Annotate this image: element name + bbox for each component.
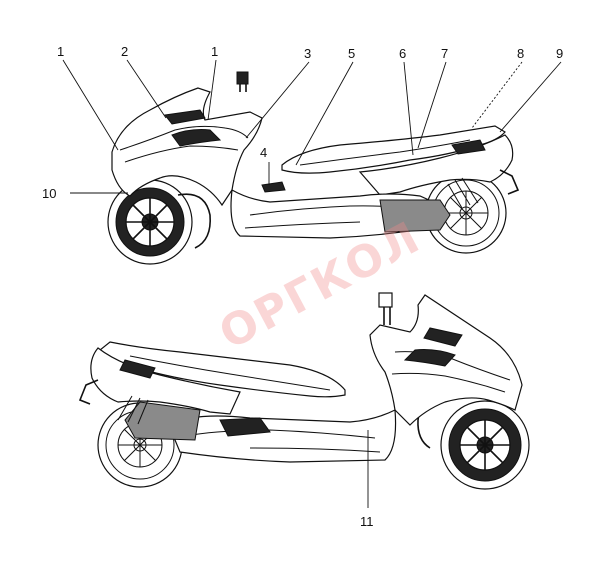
callout-leaders — [62, 59, 562, 508]
callout-10: 10 — [42, 186, 56, 201]
callout-5: 5 — [348, 46, 355, 61]
callout-11: 11 — [360, 514, 374, 529]
front-wheel-second-top — [177, 193, 212, 249]
callout-8: 8 — [517, 46, 524, 61]
front-wheel-bottom — [440, 400, 530, 490]
callout-6: 6 — [399, 46, 406, 61]
callout-2: 2 — [121, 44, 128, 59]
front-wheel-top — [107, 179, 193, 265]
callout-3: 3 — [304, 46, 311, 61]
callout-7: 7 — [441, 46, 448, 61]
callout-1a: 1 — [57, 44, 64, 59]
callout-9: 9 — [556, 46, 563, 61]
scooter-right-side-view — [78, 292, 530, 490]
callout-4: 4 — [260, 145, 267, 160]
callout-labels: 1 2 1 3 5 6 7 8 9 4 10 11 — [42, 44, 563, 529]
underbody-bottom — [169, 409, 397, 463]
scooter-left-side-view — [107, 71, 520, 265]
rear-body-bottom — [90, 347, 241, 415]
callout-1b: 1 — [211, 44, 218, 59]
